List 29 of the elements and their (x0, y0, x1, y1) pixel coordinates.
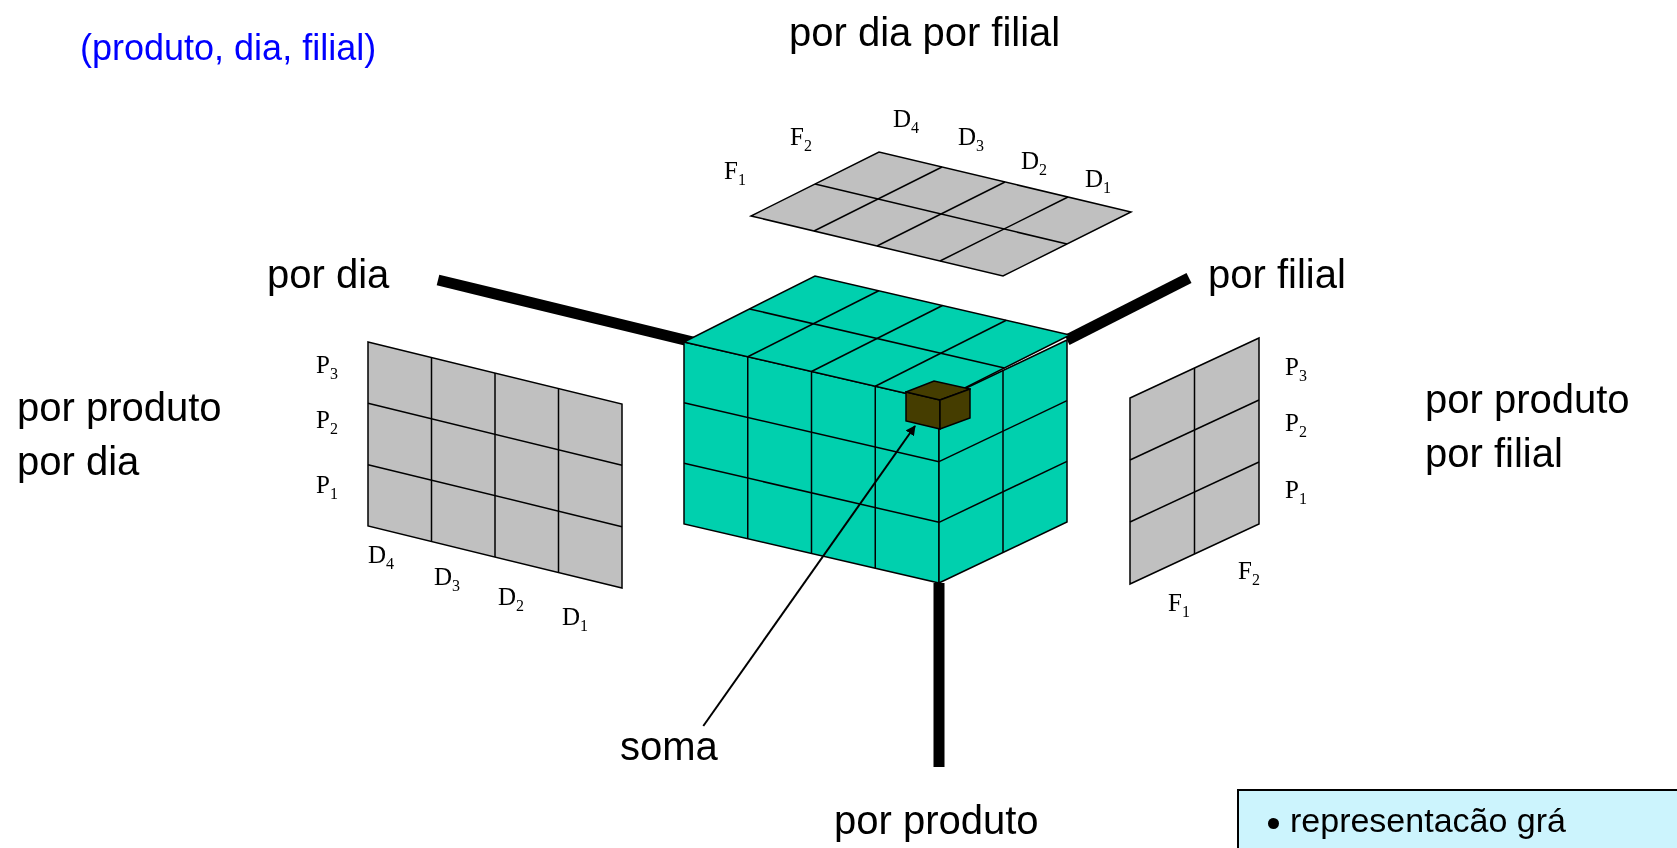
axis-member-label: P$_{1}$ (1285, 475, 1307, 509)
axis-member-label: D$_{2}$ (498, 582, 525, 616)
axis-member-label: P$_{3}$ (316, 350, 338, 384)
note-text: representacão grá (1290, 802, 1566, 840)
aggregation-label: por produto (834, 797, 1039, 844)
axis-member-label: P$_{3}$ (1285, 352, 1307, 386)
aggregation-label: por produto por dia (17, 384, 223, 485)
axis-member-label: F$_{2}$ (1238, 556, 1260, 590)
aggregation-label: por filial (1208, 251, 1346, 298)
axis-member-label: D$_{1}$ (562, 602, 589, 636)
axis-member-label: D$_{1}$ (1085, 164, 1112, 198)
axis-member-label: D$_{2}$ (1021, 146, 1048, 180)
aggregation-label: (produto, dia, filial) (80, 26, 377, 70)
axis-member-label: D$_{4}$ (893, 104, 920, 138)
axis-member-label: P$_{1}$ (316, 470, 338, 504)
axis-member-label: F$_{2}$ (790, 122, 812, 156)
callout-label: soma (620, 722, 718, 770)
axis-member-label: P$_{2}$ (1285, 408, 1307, 442)
leader-line (702, 425, 916, 727)
axis-member-label: D$_{3}$ (958, 122, 985, 156)
axis-member-label: F$_{1}$ (1168, 588, 1190, 622)
axis-member-label: P$_{2}$ (316, 405, 338, 439)
cell-cube-icon (905, 380, 971, 430)
aggregation-label: por dia por filial (789, 9, 1061, 56)
axis-member-label: D$_{3}$ (434, 562, 461, 596)
axis-member-label: D$_{4}$ (368, 540, 395, 574)
aggregation-label: por produto por filial (1425, 376, 1631, 477)
aggregation-label: por dia (267, 251, 390, 298)
axis-member-label: F$_{1}$ (724, 156, 746, 190)
